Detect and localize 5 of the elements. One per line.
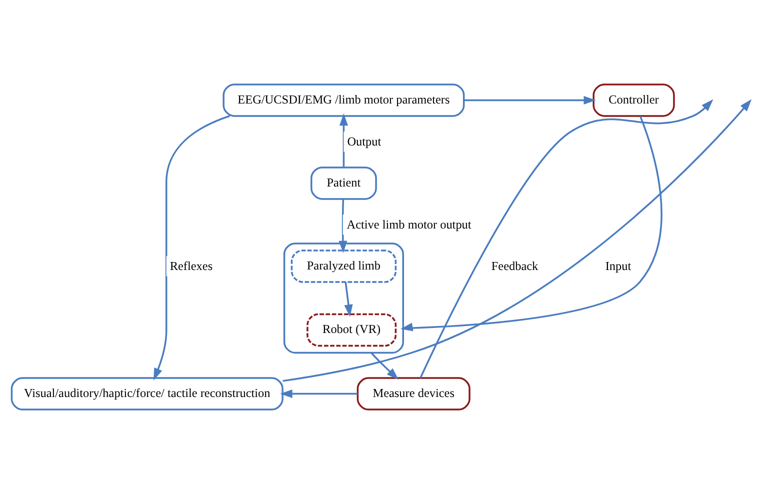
edge-label: Feedback	[491, 258, 538, 273]
edge-label: Output	[347, 134, 382, 148]
edge-label: Reflexes	[170, 258, 213, 273]
edge-label: Input	[605, 258, 632, 273]
edge-label: Active limb motor output	[346, 217, 472, 232]
